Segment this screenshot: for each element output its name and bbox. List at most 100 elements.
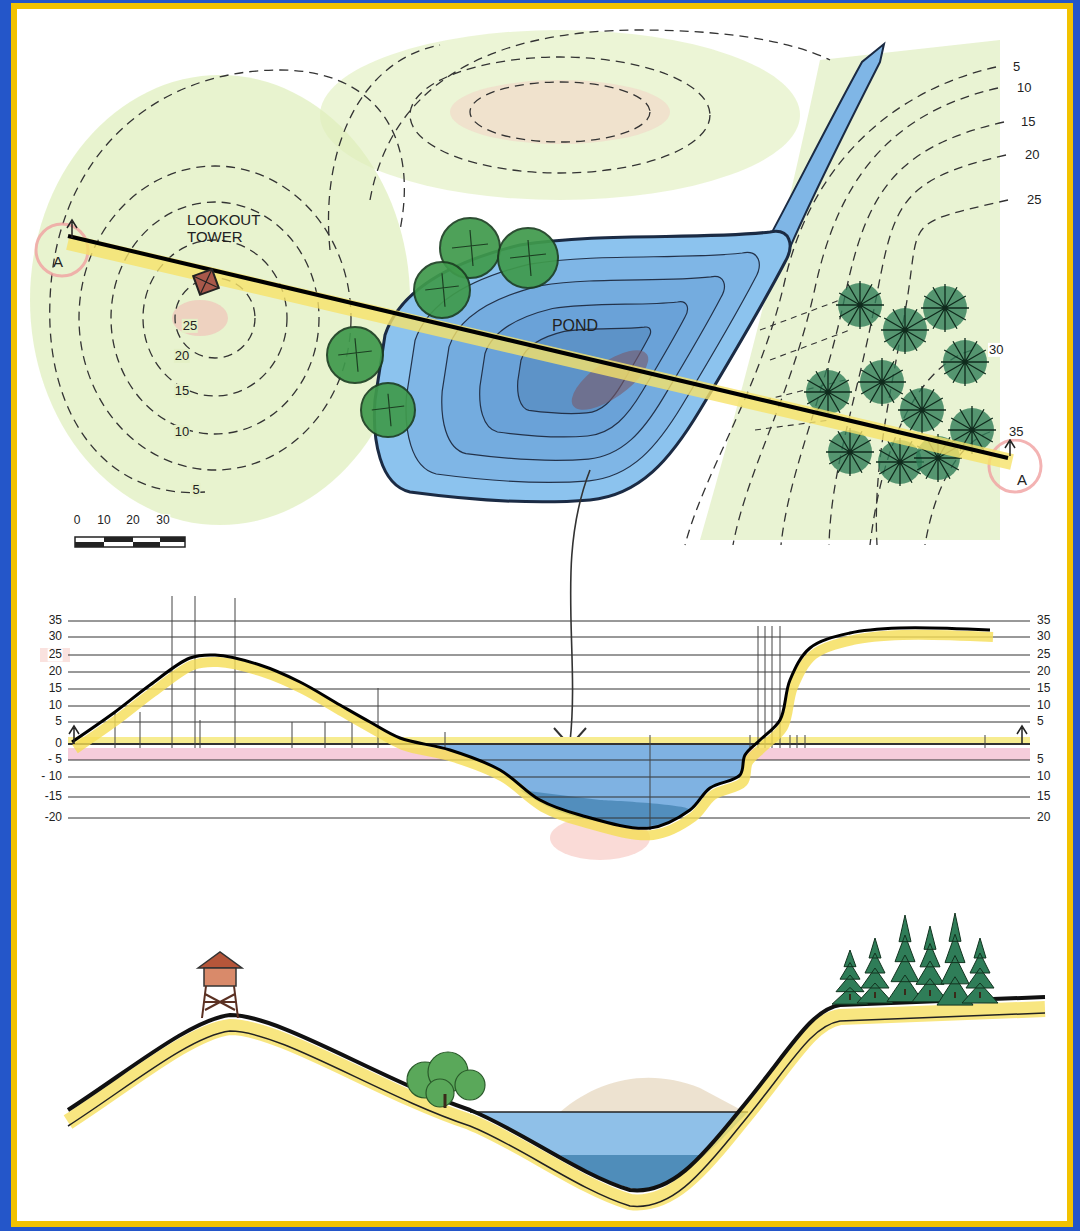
- lookout-tower: [198, 952, 242, 1018]
- tree-branch: [338, 338, 372, 372]
- section-mark: A: [1016, 472, 1028, 489]
- grid-line: [68, 722, 1030, 723]
- elevation-number: 5: [1036, 715, 1045, 728]
- summit-wash: [172, 300, 228, 336]
- scale-number: 20: [125, 514, 140, 527]
- elevation-number: 35: [1036, 614, 1051, 627]
- tower-legs: [202, 986, 238, 1018]
- contour-elevation: 5: [191, 483, 200, 497]
- station-tick: [200, 720, 201, 748]
- elevation-number: - 10: [40, 770, 63, 783]
- scale-bar-segment: [75, 542, 104, 547]
- station-tick: [140, 712, 141, 748]
- scale-number: 10: [96, 514, 111, 527]
- pine-tree: [912, 926, 948, 1002]
- station-tick: [750, 735, 751, 748]
- elevation-number: 20: [1036, 811, 1051, 824]
- contour-elevation: 5: [1012, 60, 1021, 74]
- pine-tree: [887, 915, 923, 1002]
- elevation-number: 15: [1036, 790, 1051, 803]
- elevation-number: 10: [1036, 699, 1051, 712]
- elevation-number: 0: [54, 737, 63, 750]
- grid-line: [68, 706, 1030, 707]
- contour-elevation: 10: [174, 425, 190, 439]
- conifer-needles: [836, 281, 884, 329]
- pine-trunk: [954, 992, 956, 998]
- section-tree: [455, 1070, 485, 1100]
- label-wash: [40, 648, 70, 662]
- elevation-number: 25: [1036, 648, 1051, 661]
- profile-line: [72, 628, 990, 829]
- conifer-needles: [881, 306, 929, 354]
- section-line-highlight: [68, 242, 1012, 462]
- station-tick: [790, 735, 791, 748]
- profile-water: [425, 744, 755, 828]
- hill-wash: [320, 30, 800, 200]
- deciduous-tree: [414, 262, 470, 318]
- scale-number: 0: [73, 514, 82, 527]
- station-tick: [758, 626, 759, 748]
- scale-bar-segment: [104, 537, 133, 542]
- station-tick: [235, 598, 236, 748]
- station-tick: [985, 735, 986, 748]
- scale-bar-segment: [133, 542, 160, 547]
- elevation-number: 10: [1036, 770, 1051, 783]
- water-label: POND: [551, 317, 599, 335]
- elevation-number: 15: [1036, 682, 1051, 695]
- tower-symbol: [193, 269, 219, 295]
- elevation-number: 25: [48, 648, 63, 661]
- elevation-number: 20: [1036, 665, 1051, 678]
- pine-tree: [937, 913, 973, 1005]
- conifer-needles: [921, 284, 969, 332]
- elevation-number: - 5: [47, 753, 63, 766]
- pine-trunk: [929, 990, 931, 996]
- datum-band: [68, 737, 1030, 745]
- station-tick: [292, 722, 293, 748]
- profile-highlight: [75, 635, 993, 836]
- station-tick: [195, 596, 196, 748]
- section-tree: [426, 1079, 454, 1107]
- tower-symbol: [193, 269, 219, 295]
- scale-bar: [75, 537, 185, 547]
- elevation-number: 35: [48, 614, 63, 627]
- datum-arrow: [69, 726, 79, 744]
- elevation-number: 30: [1036, 630, 1051, 643]
- tree-branch: [425, 273, 459, 307]
- station-tick: [765, 626, 766, 748]
- elevation-number: 15: [48, 682, 63, 695]
- grid-line: [68, 818, 1030, 819]
- hill-wash: [450, 80, 670, 144]
- pine-trunk: [904, 989, 906, 995]
- section-line: [68, 236, 1008, 458]
- contour-elevation: 25: [182, 319, 198, 333]
- tree-trunk: [444, 1094, 447, 1108]
- grid-line: [68, 743, 1030, 745]
- tower-cabin: [204, 968, 236, 986]
- elevation-number: -20: [44, 811, 63, 824]
- contour-line: [79, 166, 351, 470]
- elevation-number: 20: [48, 665, 63, 678]
- grid-line: [68, 672, 1030, 673]
- grid-line: [68, 689, 1030, 690]
- station-tick: [797, 735, 798, 748]
- contour-elevation: 35: [1008, 425, 1024, 439]
- distant-hill: [560, 1078, 745, 1112]
- pine-trunk: [874, 992, 876, 998]
- scale-number: 30: [155, 514, 170, 527]
- conifer-needles: [941, 338, 989, 386]
- grid-line: [68, 797, 1030, 798]
- station-tick: [378, 688, 379, 748]
- contour-line: [470, 82, 650, 142]
- scale-bar-segment: [160, 537, 185, 542]
- section-mark: A: [52, 254, 64, 271]
- soil-band: [68, 1009, 1045, 1202]
- landmark-label: LOOKOUT TOWER: [186, 212, 272, 245]
- ground-line: [68, 997, 1045, 1190]
- deciduous-tree: [361, 383, 415, 437]
- conifer-needles: [858, 358, 906, 406]
- contour-line: [733, 88, 998, 545]
- contour-line: [770, 330, 850, 360]
